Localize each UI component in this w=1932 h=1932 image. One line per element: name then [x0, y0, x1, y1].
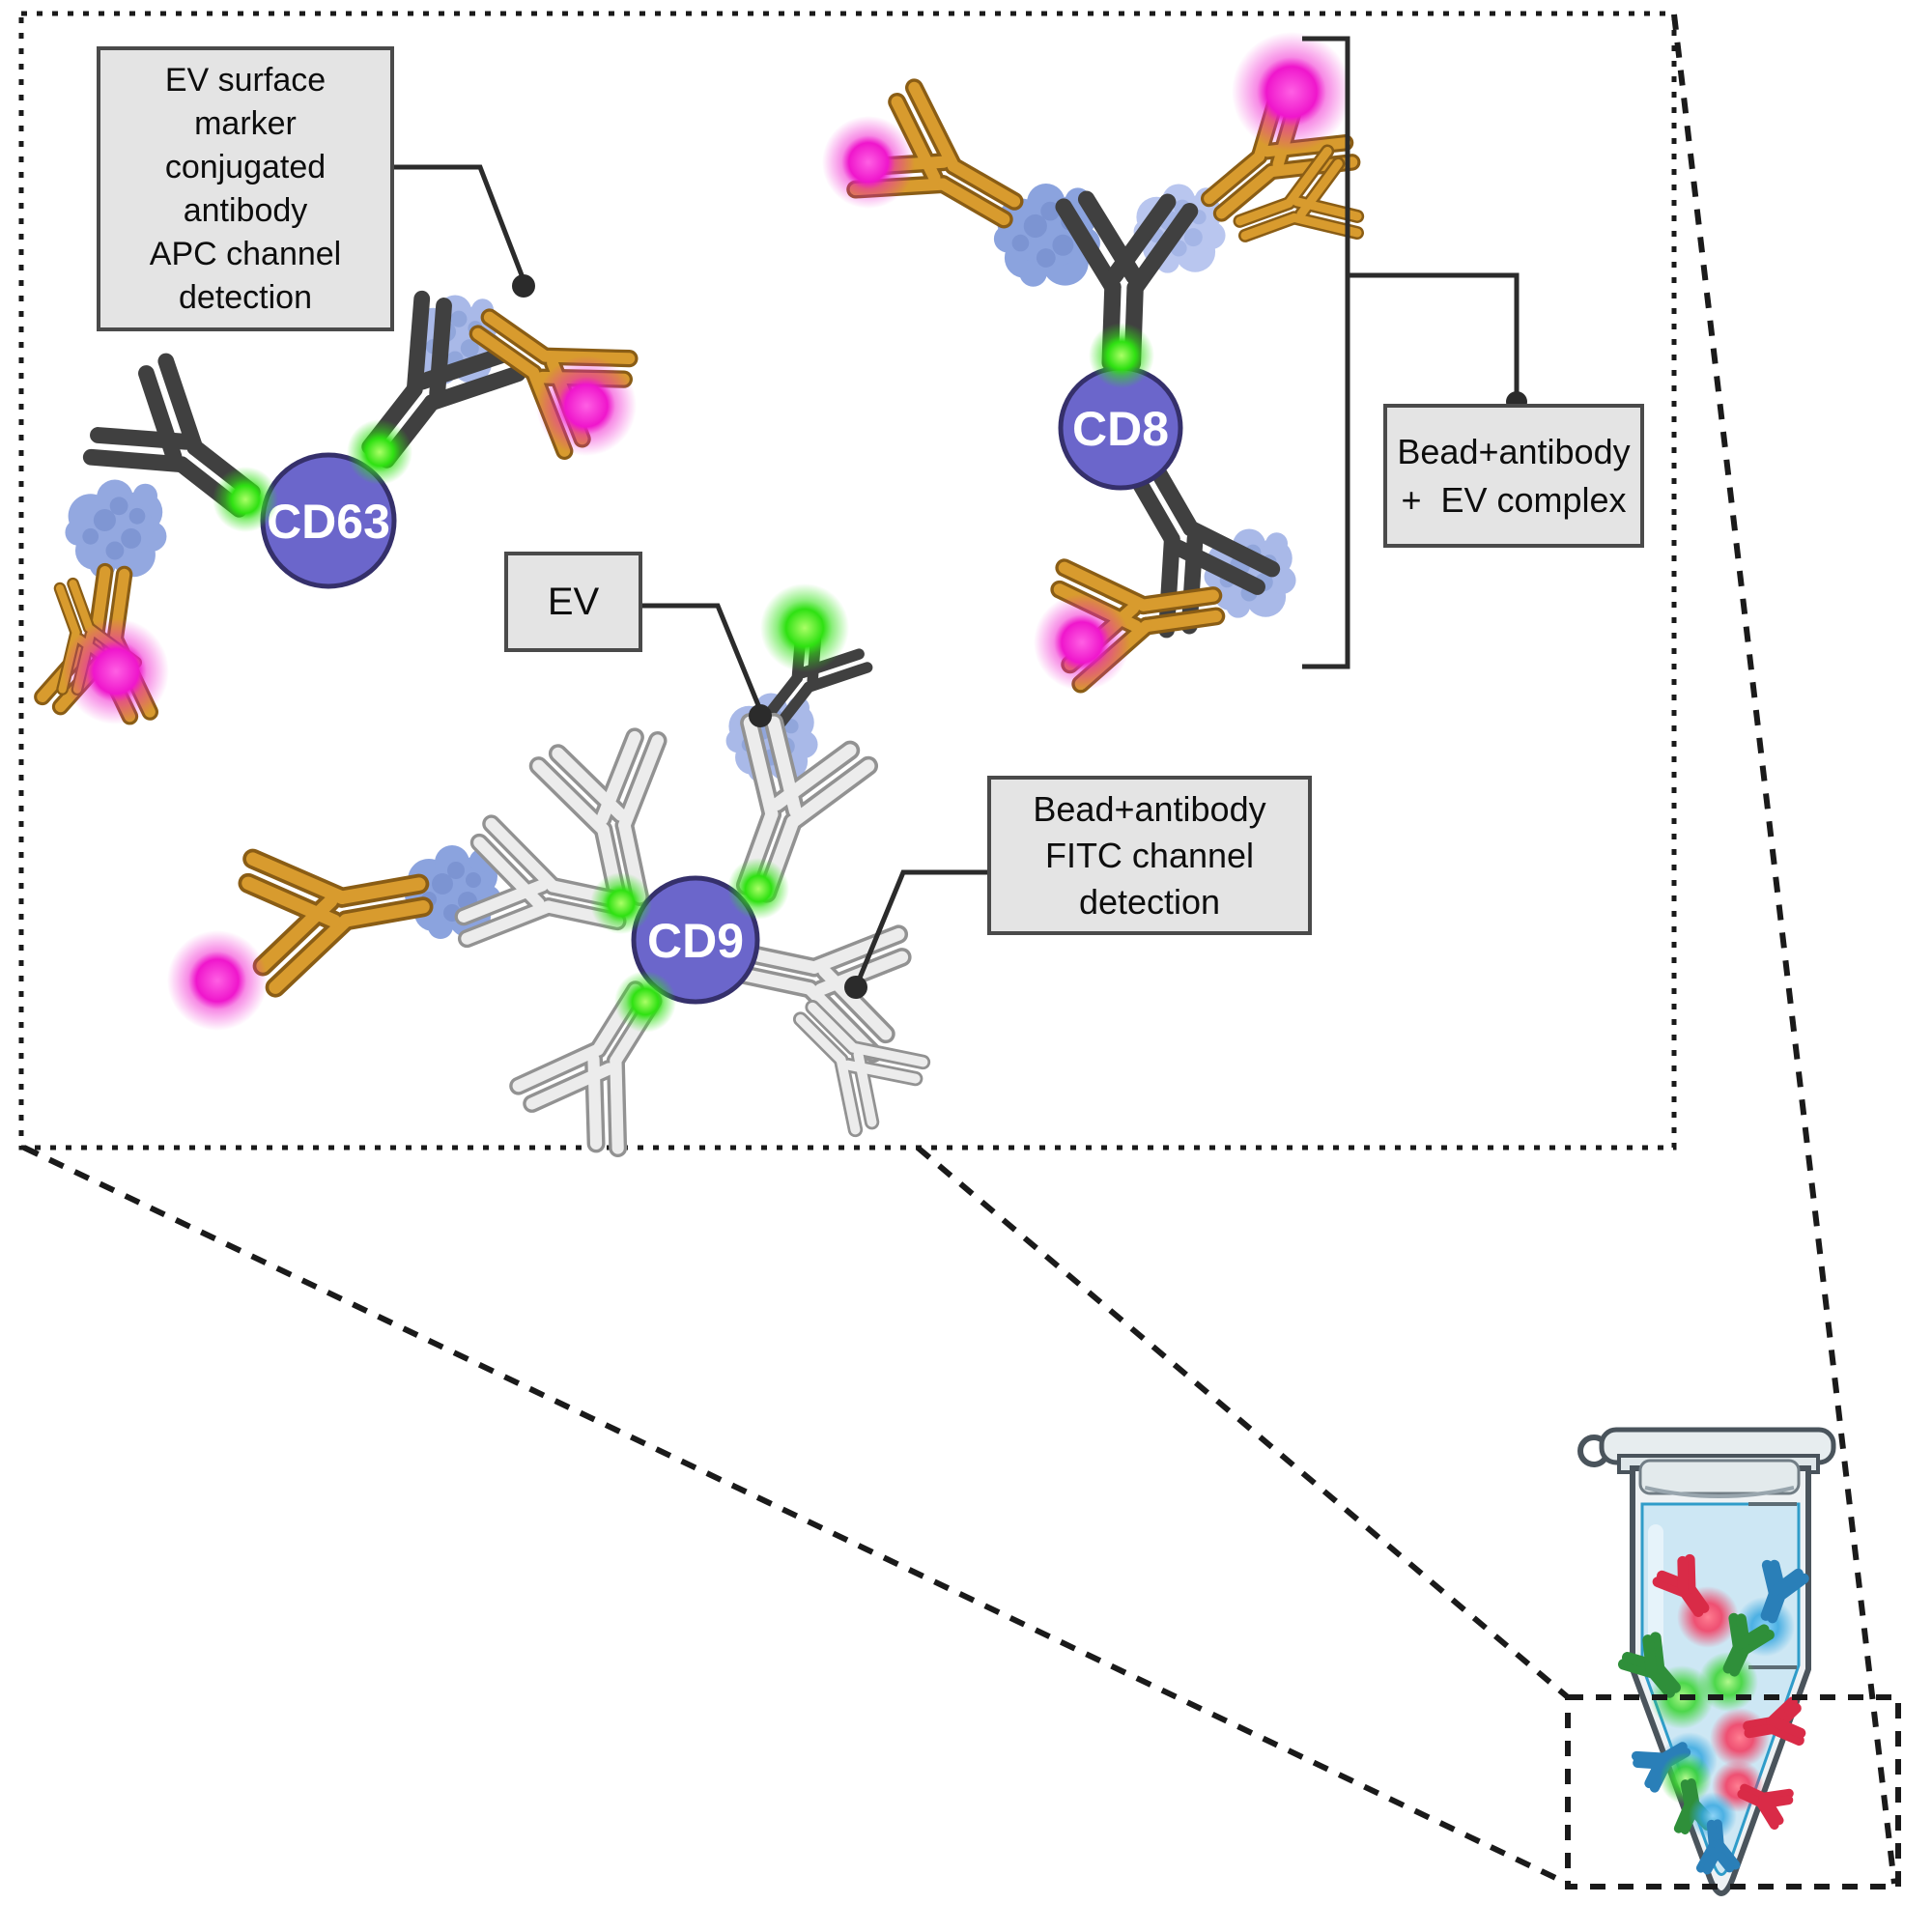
- tube-highlight: [1648, 1524, 1663, 1650]
- fitc-fluorophore-icon: [760, 583, 849, 672]
- tube-graduation-marks: [1748, 1502, 1797, 1669]
- cd63-complex: CD63: [30, 279, 637, 724]
- fitc-callout-connector: [844, 869, 987, 999]
- apc-callout-connector: [394, 164, 535, 298]
- zoom-source-region: [1565, 1694, 1901, 1889]
- tube-cap-plug: [1638, 1459, 1801, 1495]
- cd9-complex: CD9: [167, 715, 927, 1154]
- apc-fluorophore-icon: [536, 355, 637, 456]
- ev-callout-connector: [642, 603, 772, 727]
- complex-callout-connector: [1302, 36, 1527, 669]
- apc-fluorophore-icon: [63, 618, 169, 724]
- apc-fluorophore-icon: [167, 930, 268, 1031]
- zoom-projection-line: [1671, 14, 1897, 1885]
- fitc-fluorophore-icon: [347, 419, 412, 485]
- fitc-detection-label-box: Bead+antibody FITC channel detection: [987, 776, 1312, 935]
- zoom-projection-line: [22, 1145, 1570, 1887]
- cd9-bead: [631, 875, 760, 1005]
- apc-fluorophore-icon: [1232, 32, 1351, 152]
- green-glow-icon: [1660, 1752, 1712, 1804]
- microcentrifuge-tube: [1565, 1427, 1901, 1896]
- cd8-label: CD8: [1072, 402, 1169, 456]
- tube-cap-plug-shadow: [1644, 1486, 1795, 1498]
- apc-fluorophore-icon: [822, 116, 915, 209]
- fitc-fluorophore-icon: [727, 858, 789, 920]
- complex-bracket: [1302, 36, 1350, 669]
- detection-antibody-icon: [244, 831, 433, 988]
- bead-ev-complex-label-box: Bead+antibody + EV complex: [1383, 404, 1644, 548]
- ev-particle-icon: [65, 479, 167, 579]
- apc-fluorophore-icon: [1034, 594, 1130, 691]
- fitc-fluorophore-icon: [590, 872, 652, 934]
- cd8-complex: CD8: [822, 32, 1363, 691]
- zoom-projection-line: [916, 1145, 1570, 1700]
- fitc-fluorophore-icon: [1089, 323, 1154, 388]
- fitc-fluorophore-icon: [213, 467, 278, 532]
- cd9-label: CD9: [647, 914, 744, 968]
- red-glow-icon: [1710, 1708, 1770, 1768]
- blue-glow-icon: [1689, 1792, 1737, 1840]
- cd63-label: CD63: [267, 495, 390, 549]
- ev-callout-particle: [725, 583, 871, 782]
- ev-label-box: EV: [504, 552, 642, 652]
- apc-detection-label-box: EV surface marker conjugated antibody AP…: [97, 46, 394, 331]
- fitc-fluorophore-icon: [614, 971, 676, 1033]
